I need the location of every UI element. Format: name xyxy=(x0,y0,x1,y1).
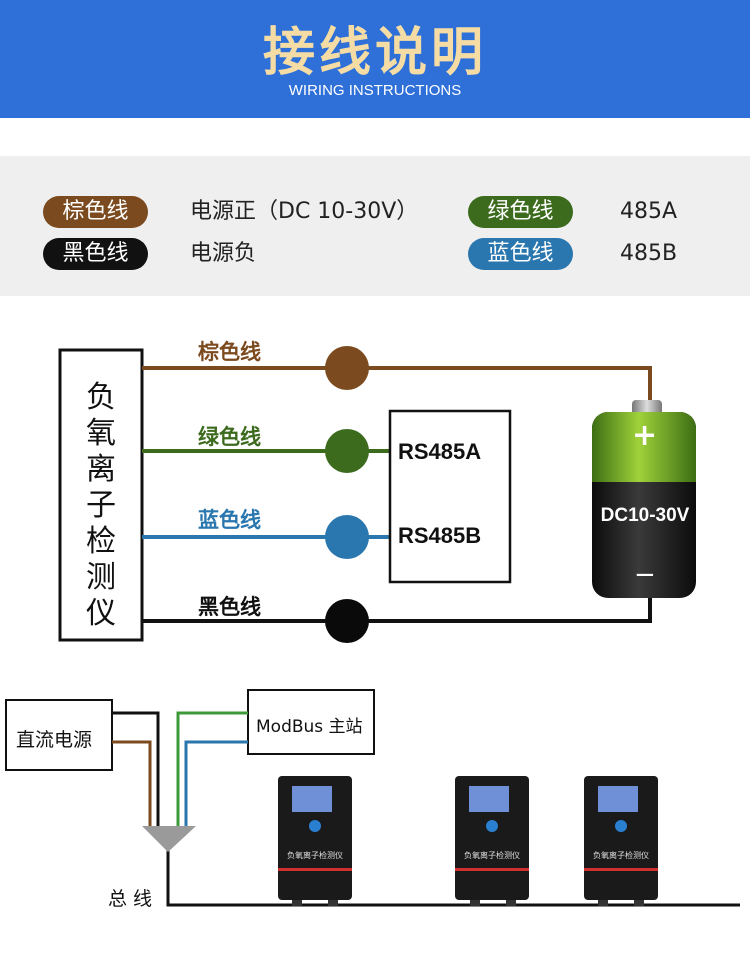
modbus-master-box xyxy=(247,689,375,755)
wire-label-black: 黑色线 xyxy=(198,595,261,619)
rs485-box xyxy=(388,409,512,584)
wire-legend: 棕色线 电源正（DC 10-30V） 黑色线 电源负 绿色线 485A 蓝色线 … xyxy=(0,156,750,296)
modbus-master-label: ModBus 主站 xyxy=(256,717,363,737)
dc-power-box xyxy=(5,699,113,771)
bus-label: 总 线 xyxy=(108,888,153,910)
wire-label-green: 绿色线 xyxy=(198,425,261,449)
page-subtitle: WIRING INSTRUCTIONS xyxy=(288,82,462,99)
wire-label-blue: 蓝色线 xyxy=(198,508,261,532)
legend-pill-green: 绿色线 xyxy=(468,196,573,228)
legend-pill-brown: 棕色线 xyxy=(43,196,148,228)
legend-pill-blue: 蓝色线 xyxy=(468,238,573,270)
wire-green xyxy=(142,429,390,473)
bus-device-2-name: 负氧离子检测仪 xyxy=(464,851,520,860)
battery-minus: − xyxy=(634,560,656,590)
header-banner xyxy=(0,0,750,118)
bus-device-3 xyxy=(584,776,658,906)
legend-pill-black: 黑色线 xyxy=(43,238,148,270)
bus-wires xyxy=(112,711,740,907)
wire-brown xyxy=(142,346,652,405)
battery-icon xyxy=(592,400,696,598)
legend-text-black: 电源负 xyxy=(190,241,257,266)
bus-device-1 xyxy=(278,776,352,906)
bus-device-2 xyxy=(455,776,529,906)
bus-device-3-name: 负氧离子检测仪 xyxy=(593,851,649,860)
wire-blue xyxy=(142,515,390,559)
rs485a-label: RS485A xyxy=(398,439,482,464)
wire-label-brown: 棕色线 xyxy=(198,340,261,364)
battery-plus: + xyxy=(632,418,658,453)
bus-device-1-name: 负氧离子检测仪 xyxy=(287,851,343,860)
legend-text-brown: 电源正（DC 10-30V） xyxy=(190,199,419,224)
page-title: 接线说明 xyxy=(262,23,487,83)
legend-text-green: 485A xyxy=(620,199,678,224)
bus-devices xyxy=(278,776,658,906)
device-box xyxy=(58,348,144,642)
rs485b-label: RS485B xyxy=(398,523,482,548)
legend-text-blue: 485B xyxy=(620,241,678,266)
battery-label: DC10-30V xyxy=(600,505,690,526)
bus-junction xyxy=(142,826,196,852)
dc-power-label: 直流电源 xyxy=(16,729,93,751)
device-label: 负氧离子检测仪 xyxy=(86,380,116,631)
